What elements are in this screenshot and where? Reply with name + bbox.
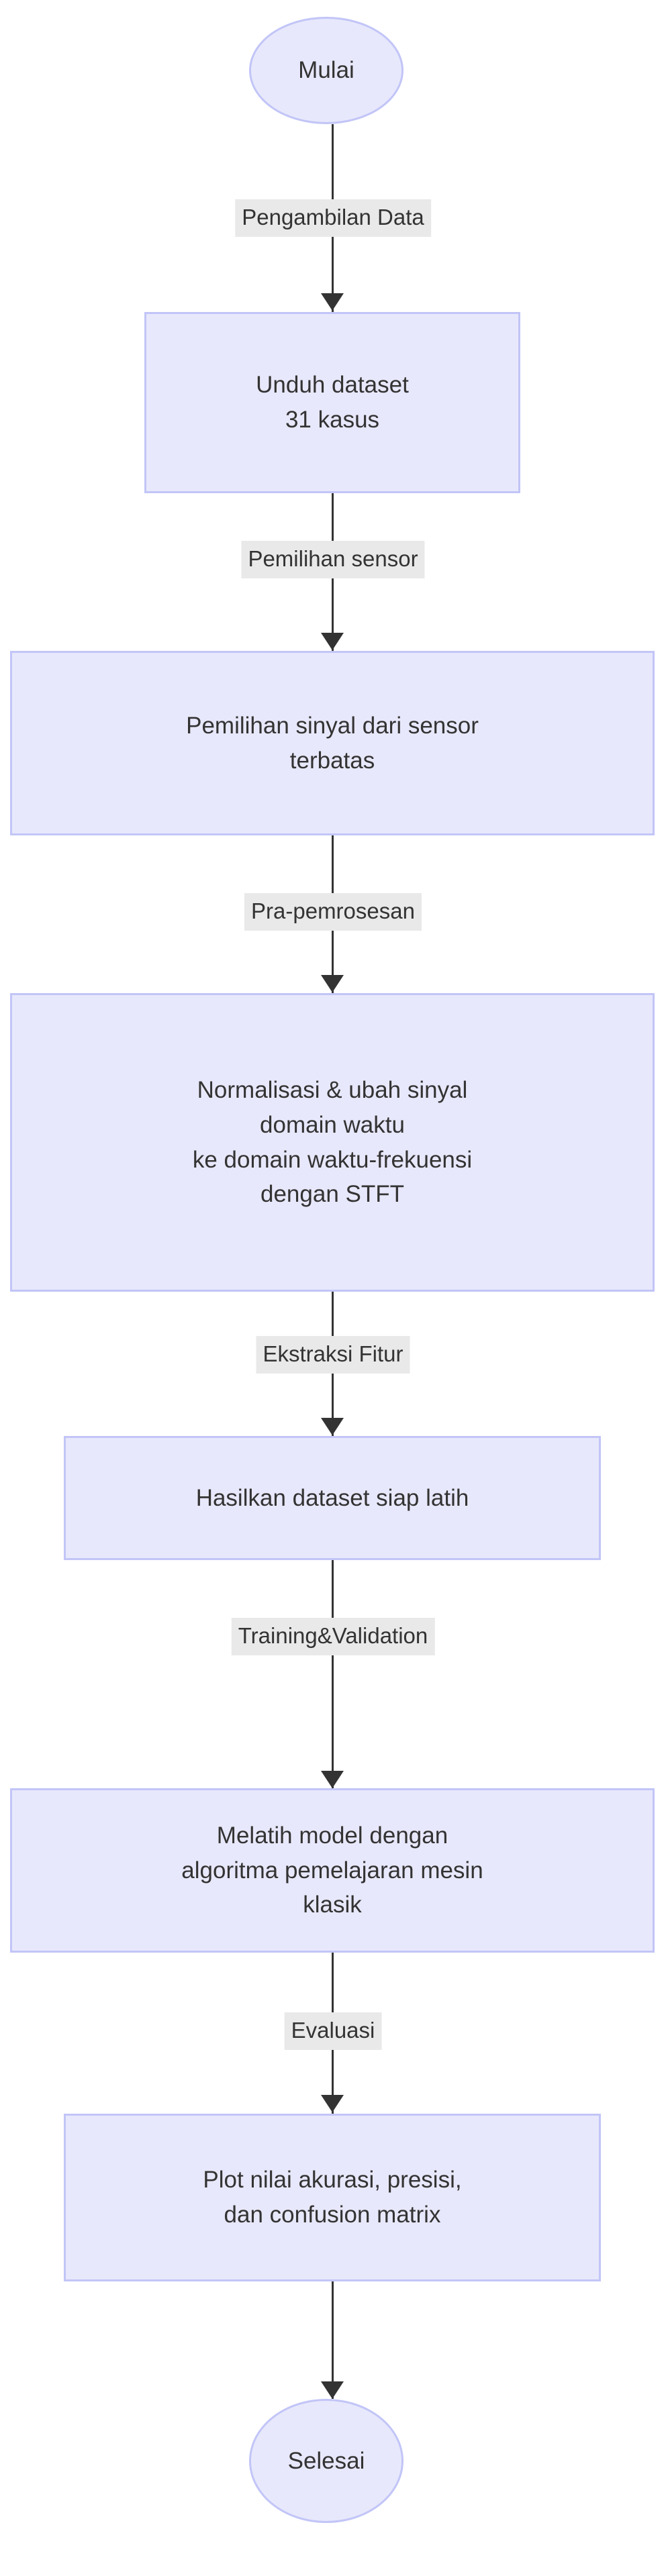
node-pemilihan-sinyal[interactable]: Pemilihan sinyal dari sensor terbatas	[10, 651, 655, 835]
node-melatih-model-label: Melatih model dengan algoritma pemelajar…	[181, 1822, 483, 1918]
arrow-head-melatih-plot	[321, 2095, 344, 2112]
node-normalisasi-stft[interactable]: Normalisasi & ubah sinyal domain waktu k…	[10, 993, 655, 1292]
node-plot-metrik[interactable]: Plot nilai akurasi, presisi, dan confusi…	[64, 2114, 601, 2281]
arrow-head-hasilkan-melatih	[321, 1771, 344, 1788]
edge-line-plot-selesai	[332, 2281, 334, 2399]
node-unduh-dataset-label: Unduh dataset 31 kasus	[256, 372, 409, 433]
arrow-head-unduh-pemilihan	[321, 633, 344, 650]
node-unduh-dataset[interactable]: Unduh dataset 31 kasus	[144, 312, 520, 493]
arrow-head-plot-selesai	[321, 2381, 344, 2399]
node-mulai[interactable]: Mulai	[249, 17, 403, 124]
node-hasilkan-dataset[interactable]: Hasilkan dataset siap latih	[64, 1436, 601, 1560]
edge-label-pengambilan-data: Pengambilan Data	[235, 199, 431, 238]
node-normalisasi-stft-label: Normalisasi & ubah sinyal domain waktu k…	[192, 1076, 473, 1208]
node-hasilkan-dataset-label: Hasilkan dataset siap latih	[195, 1484, 469, 1511]
edge-label-pra-pemrosesan: Pra-pemrosesan	[244, 893, 422, 931]
arrow-head-pemilihan-normalisasi	[321, 975, 344, 992]
edge-line-hasilkan-melatih	[332, 1560, 334, 1788]
arrow-head-normalisasi-hasilkan	[321, 1418, 344, 1435]
edge-label-pemilihan-sensor: Pemilihan sensor	[241, 541, 425, 579]
node-selesai[interactable]: Selesai	[249, 2399, 403, 2523]
node-mulai-label: Mulai	[298, 57, 354, 84]
edge-label-evaluasi: Evaluasi	[284, 2012, 382, 2051]
edge-label-ekstraksi-fitur: Ekstraksi Fitur	[256, 1336, 410, 1374]
node-selesai-label: Selesai	[287, 2447, 365, 2474]
arrow-head-mulai-unduh	[321, 293, 344, 311]
node-pemilihan-sinyal-label: Pemilihan sinyal dari sensor terbatas	[186, 712, 479, 774]
node-plot-metrik-label: Plot nilai akurasi, presisi, dan confusi…	[203, 2167, 462, 2228]
edge-label-training-validation: Training&Validation	[231, 1618, 435, 1656]
node-melatih-model[interactable]: Melatih model dengan algoritma pemelajar…	[10, 1788, 655, 1953]
